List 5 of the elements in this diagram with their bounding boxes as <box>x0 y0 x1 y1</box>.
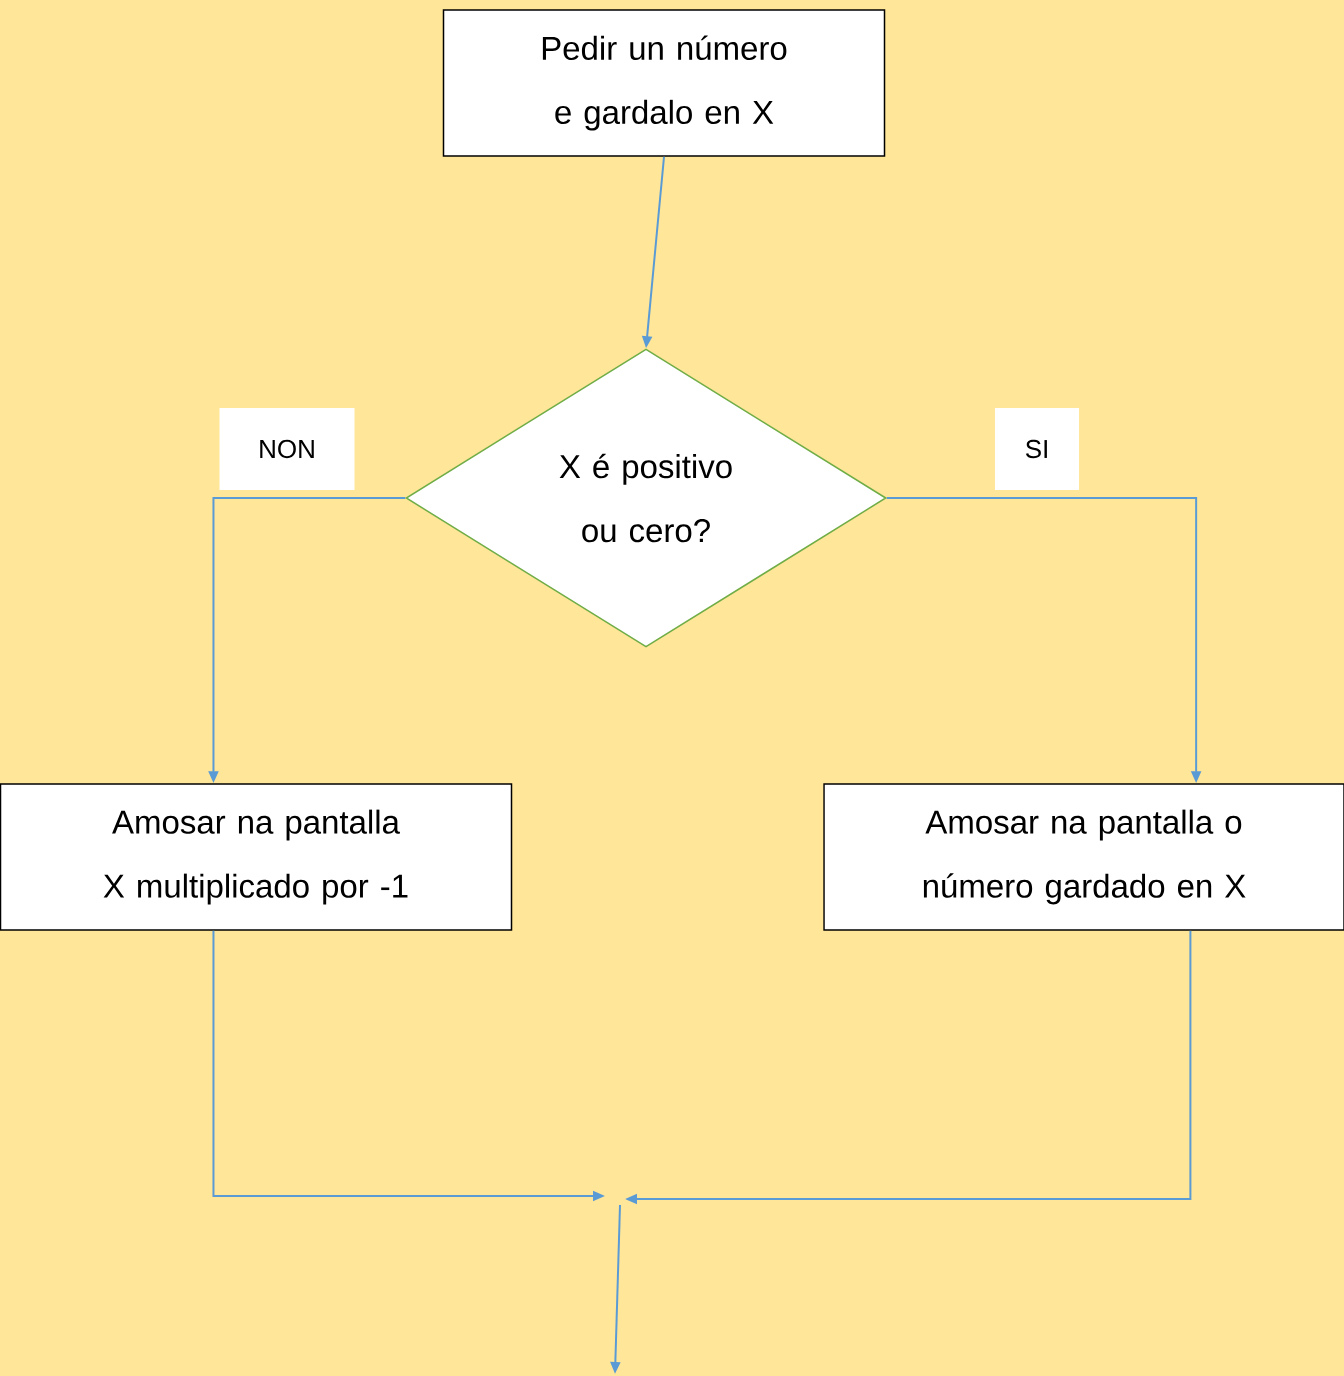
process-box: Pedir un número e gardalo en X <box>442 9 886 157</box>
process-box: Amosar na pantalla o número gardado en X <box>823 783 1344 931</box>
process-box: Amosar na pantalla X multiplicado por -1 <box>0 783 513 931</box>
edge-label: NON <box>219 408 355 490</box>
edge-label: SI <box>995 408 1079 490</box>
